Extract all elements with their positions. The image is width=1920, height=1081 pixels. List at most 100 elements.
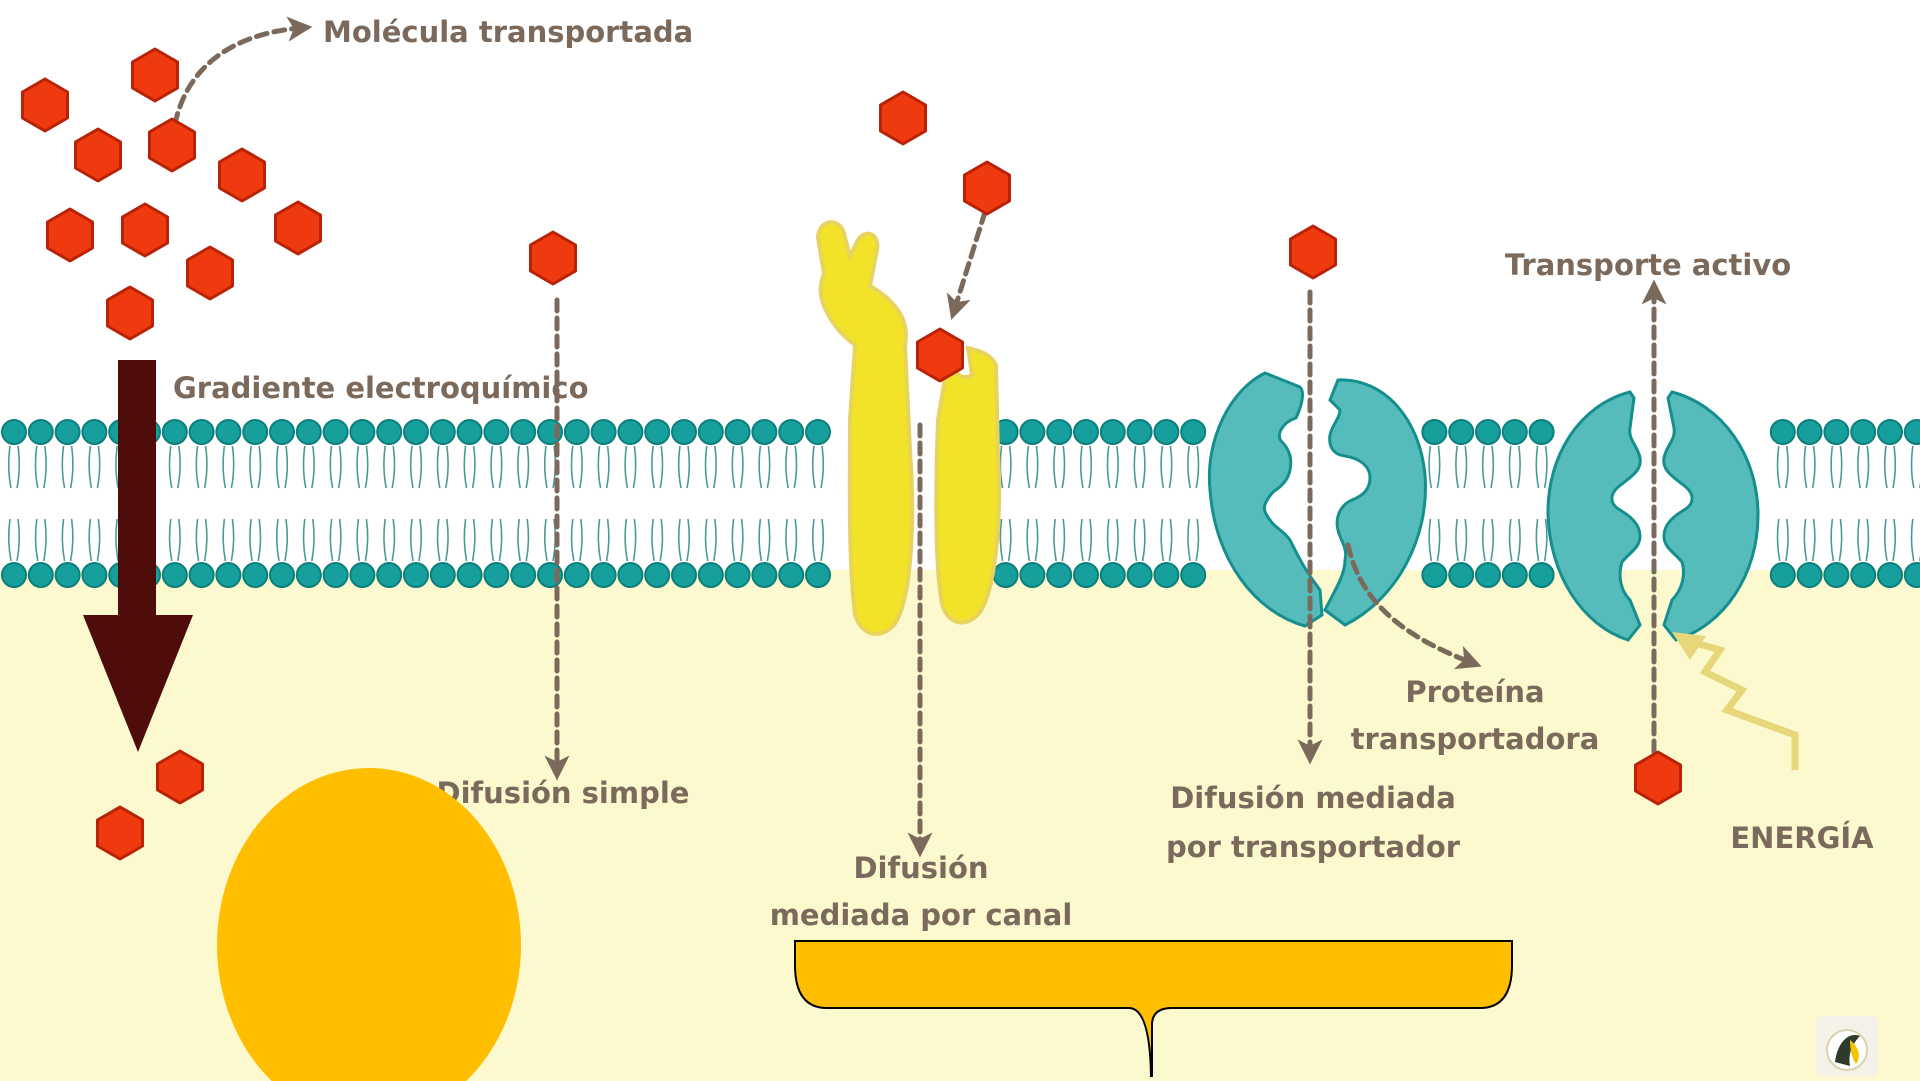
phospholipid-head <box>672 563 696 587</box>
phospholipid-head <box>163 420 187 444</box>
phospholipid-head <box>1449 563 1473 587</box>
phospholipid-head <box>726 420 750 444</box>
phospholipid-head <box>404 563 428 587</box>
phospholipid-head <box>1101 563 1125 587</box>
phospholipid-head <box>1905 563 1920 587</box>
phospholipid-head <box>297 563 321 587</box>
phospholipid-head <box>484 563 508 587</box>
phospholipid-head <box>216 420 240 444</box>
phospholipid-head <box>1905 420 1920 444</box>
phospholipid-head <box>2 420 26 444</box>
phospholipid-head <box>190 563 214 587</box>
hexagon-molecule-icon <box>276 202 321 254</box>
active-transport-label: Transporte activo <box>1505 248 1791 282</box>
hexagon-molecule-icon <box>1636 752 1681 804</box>
phospholipid-head <box>1422 563 1446 587</box>
channel-diffusion-label-line2: mediada por canal <box>770 898 1073 932</box>
phospholipid-head <box>752 563 776 587</box>
phospholipid-head <box>645 563 669 587</box>
phospholipid-head <box>779 420 803 444</box>
phospholipid-head <box>1047 420 1071 444</box>
phospholipid-head <box>270 420 294 444</box>
hexagon-molecule-icon <box>1291 226 1336 278</box>
phospholipid-head <box>645 420 669 444</box>
phospholipid-head <box>618 563 642 587</box>
phospholipid-head <box>270 563 294 587</box>
carrier-protein-label-line2: transportadora <box>1351 722 1600 756</box>
hexagon-molecule-icon <box>918 329 963 381</box>
phospholipid-head <box>806 563 830 587</box>
hexagon-molecule-icon <box>23 79 68 131</box>
hexagon-molecule-icon <box>158 751 203 803</box>
phospholipid-head <box>1878 420 1902 444</box>
phospholipid-head <box>592 563 616 587</box>
phospholipid-head <box>1530 420 1554 444</box>
hexagon-molecule-icon <box>48 209 93 261</box>
phospholipid-head <box>1074 563 1098 587</box>
phospholipid-head <box>458 420 482 444</box>
phospholipid-head <box>82 563 106 587</box>
phospholipid-head <box>1851 563 1875 587</box>
phospholipid-head <box>1476 420 1500 444</box>
hexagon-molecule-icon <box>133 49 178 101</box>
phospholipid-head <box>699 563 723 587</box>
phospholipid-head <box>726 563 750 587</box>
phospholipid-head <box>511 563 535 587</box>
phospholipid-head <box>565 563 589 587</box>
phospholipid-head <box>1128 563 1152 587</box>
phospholipid-head <box>1154 420 1178 444</box>
hexagon-molecule-icon <box>531 232 576 284</box>
phospholipid-head <box>565 420 589 444</box>
carrier-diffusion-label-line2: por transportador <box>1166 830 1461 864</box>
phospholipid-head <box>1020 563 1044 587</box>
phospholipid-head <box>404 420 428 444</box>
phospholipid-head <box>431 563 455 587</box>
phospholipid-head <box>190 420 214 444</box>
simple-diffusion-label: Difusión simple <box>437 776 690 810</box>
phospholipid-head <box>297 420 321 444</box>
phospholipid-head <box>779 563 803 587</box>
phospholipid-head <box>350 563 374 587</box>
phospholipid-head <box>484 420 508 444</box>
phospholipid-head <box>1798 563 1822 587</box>
hexagon-molecule-icon <box>150 119 195 171</box>
phospholipid-head <box>1476 563 1500 587</box>
phospholipid-head <box>377 563 401 587</box>
phospholipid-head <box>1047 563 1071 587</box>
phospholipid-head <box>350 420 374 444</box>
carrier-protein-label-line1: Proteína <box>1405 675 1544 709</box>
energy-label: ENERGÍA <box>1730 821 1874 855</box>
phospholipid-head <box>672 420 696 444</box>
gradient-label: Gradiente electroquímico <box>173 371 589 405</box>
hexagon-molecule-icon <box>881 92 926 144</box>
phospholipid-head <box>56 563 80 587</box>
phospholipid-head <box>82 420 106 444</box>
hexagon-molecule-icon <box>98 807 143 859</box>
phospholipid-head <box>1798 420 1822 444</box>
phospholipid-head <box>994 563 1018 587</box>
phospholipid-head <box>1824 420 1848 444</box>
phospholipid-head <box>1154 563 1178 587</box>
hexagon-molecule-icon <box>965 162 1010 214</box>
hexagon-molecule-icon <box>76 129 121 181</box>
phospholipid-head <box>1020 420 1044 444</box>
hexagon-molecule-icon <box>108 287 153 339</box>
phospholipid-head <box>1824 563 1848 587</box>
channel-diffusion-label-line1: Difusión <box>853 851 988 885</box>
phospholipid-head <box>29 420 53 444</box>
phospholipid-head <box>1771 563 1795 587</box>
phospholipid-head <box>1530 563 1554 587</box>
phospholipid-head <box>699 420 723 444</box>
phospholipid-head <box>29 563 53 587</box>
phospholipid-head <box>1422 420 1446 444</box>
phospholipid-head <box>1101 420 1125 444</box>
carrier-diffusion-label-line1: Difusión mediada <box>1170 781 1456 815</box>
phospholipid-head <box>243 420 267 444</box>
phospholipid-head <box>1503 420 1527 444</box>
phospholipid-head <box>1851 420 1875 444</box>
phospholipid-head <box>1128 420 1152 444</box>
phospholipid-head <box>1449 420 1473 444</box>
phospholipid-head <box>1771 420 1795 444</box>
phospholipid-head <box>511 420 535 444</box>
